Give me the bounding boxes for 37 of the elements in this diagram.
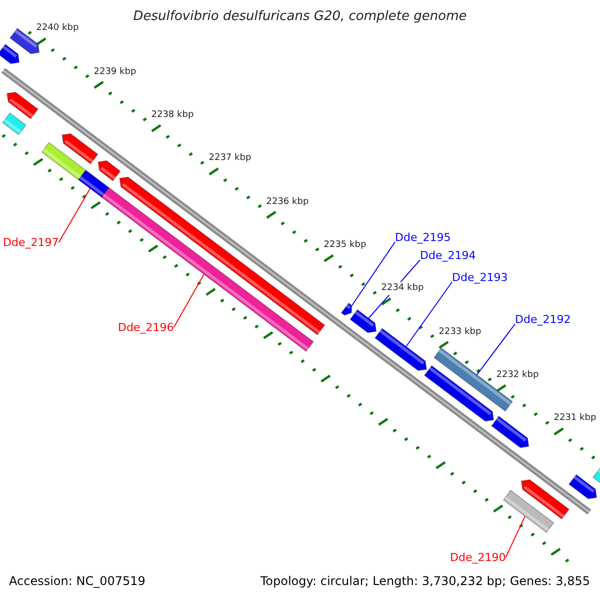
gene-feature <box>6 92 39 120</box>
gene-label: Dde_2197 <box>3 236 59 249</box>
leader-line <box>505 516 526 558</box>
gene-label: Dde_2192 <box>515 313 571 326</box>
gene-feature <box>62 133 98 164</box>
scale-label: 2236 kbp <box>266 196 309 209</box>
gene-label: Dde_2196 <box>118 321 174 334</box>
gene-feature <box>340 302 352 316</box>
gene-feature <box>98 160 121 182</box>
gene-label: Dde_2194 <box>420 249 476 262</box>
gene-feature <box>490 416 530 448</box>
gene-label: Dde_2195 <box>395 231 451 244</box>
gene-feature <box>424 365 494 422</box>
gene-label: Dde_2193 <box>452 271 508 284</box>
gene-feature <box>568 474 598 500</box>
scale-label: 2239 kbp <box>94 66 136 79</box>
gene-feature <box>0 44 20 64</box>
gene-feature <box>502 490 554 534</box>
gene-feature <box>350 309 377 334</box>
leader-line <box>476 324 516 376</box>
leader-line <box>173 274 204 328</box>
genome-summary-text: Topology: circular; Length: 3,730,232 bp; Genes: 3,855 <box>260 575 590 588</box>
gene-feature <box>101 186 314 352</box>
leader-line <box>406 282 452 348</box>
gene-feature <box>374 328 428 372</box>
title: Desulfovibrio desulfuricans G20, complete genome <box>132 10 468 23</box>
scale-label: 2233 kbp <box>438 326 482 339</box>
leader-line <box>351 242 396 306</box>
gene-feature <box>520 479 570 520</box>
gene-feature <box>119 176 326 336</box>
accession-text: Accession: NC_007519 <box>9 575 146 588</box>
gene-feature <box>41 142 86 180</box>
gene-feature <box>2 112 27 136</box>
scale-label: 2234 kbp <box>381 282 424 296</box>
leader-line <box>58 188 91 243</box>
gene-label: Dde_2190 <box>450 551 506 564</box>
gene-feature <box>78 170 110 198</box>
